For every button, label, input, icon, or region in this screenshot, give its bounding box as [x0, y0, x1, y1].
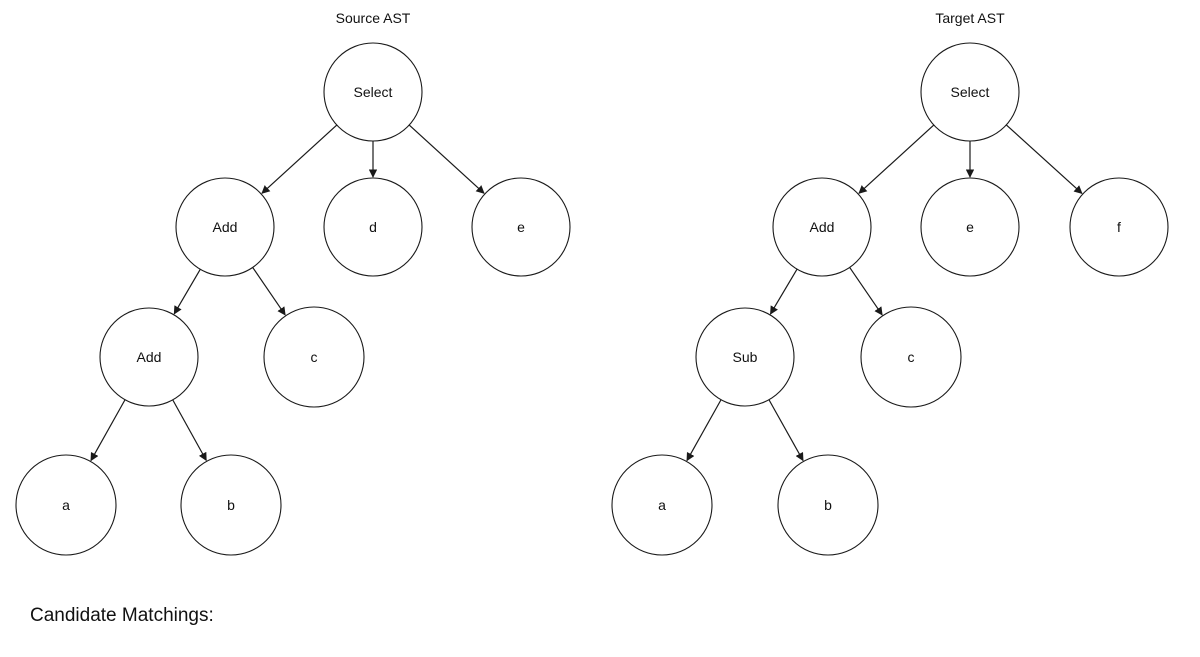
ast-node-t-b[interactable]: b	[777, 454, 879, 556]
node-circle-s-b	[180, 454, 282, 556]
node-label-s-d: d	[369, 219, 377, 235]
node-label-t-e: e	[966, 219, 974, 235]
ast-node-s-e[interactable]: e	[471, 177, 571, 277]
ast-node-s-b[interactable]: b	[180, 454, 282, 556]
edge-s-select-to-s-e	[408, 124, 485, 194]
node-circle-t-add2	[772, 177, 872, 277]
node-label-t-sub: Sub	[733, 349, 758, 365]
node-label-s-add3: Add	[137, 349, 162, 365]
ast-node-t-a[interactable]: a	[611, 454, 713, 556]
ast-node-s-c[interactable]: c	[263, 306, 365, 408]
node-label-s-c: c	[311, 349, 318, 365]
edges-layer	[90, 124, 1083, 462]
node-circle-s-e	[471, 177, 571, 277]
ast-node-s-select[interactable]: Select	[323, 42, 423, 142]
edge-s-add2-to-s-add3	[173, 268, 201, 315]
ast-node-t-f[interactable]: f	[1069, 177, 1169, 277]
node-label-t-f: f	[1117, 219, 1121, 235]
ast-node-s-d[interactable]: d	[323, 177, 423, 277]
node-label-t-c: c	[908, 349, 915, 365]
node-circle-t-b	[777, 454, 879, 556]
node-label-s-add2: Add	[213, 219, 238, 235]
node-circle-t-f	[1069, 177, 1169, 277]
ast-node-t-add2[interactable]: Add	[772, 177, 872, 277]
ast-node-s-add2[interactable]: Add	[175, 177, 275, 277]
node-label-t-b: b	[824, 497, 832, 513]
node-label-s-select: Select	[354, 84, 393, 100]
node-circle-s-c	[263, 306, 365, 408]
edge-t-add2-to-t-c	[849, 267, 883, 316]
target-ast-title: Target AST	[935, 10, 1005, 26]
candidate-matchings-label: Candidate Matchings:	[30, 605, 214, 626]
node-circle-s-d	[323, 177, 423, 277]
edge-t-select-to-t-f	[1005, 124, 1083, 194]
edge-s-add2-to-s-c	[252, 267, 286, 316]
node-label-t-add2: Add	[810, 219, 835, 235]
node-label-s-b: b	[227, 497, 235, 513]
edge-s-add3-to-s-b	[172, 399, 207, 462]
ast-node-t-c[interactable]: c	[860, 306, 962, 408]
node-circle-t-e	[920, 177, 1020, 277]
ast-node-t-e[interactable]: e	[920, 177, 1020, 277]
node-circle-t-a	[611, 454, 713, 556]
node-circle-s-add2	[175, 177, 275, 277]
node-circle-t-sub	[695, 307, 795, 407]
node-circle-t-c	[860, 306, 962, 408]
source-ast-title: Source AST	[336, 10, 411, 26]
ast-node-t-select[interactable]: Select	[920, 42, 1020, 142]
edge-t-add2-to-t-sub	[769, 268, 798, 315]
edge-t-sub-to-t-b	[768, 399, 804, 462]
node-circle-s-select	[323, 42, 423, 142]
titles-layer: Source AST Target AST	[336, 10, 1005, 26]
node-label-t-a: a	[658, 497, 666, 513]
edge-s-select-to-s-add2	[261, 124, 338, 194]
ast-node-s-a[interactable]: a	[15, 454, 117, 556]
node-circle-t-select	[920, 42, 1020, 142]
ast-node-t-sub[interactable]: Sub	[695, 307, 795, 407]
edge-t-select-to-t-add2	[858, 124, 935, 194]
node-label-t-select: Select	[951, 84, 990, 100]
node-label-s-e: e	[517, 219, 525, 235]
ast-node-s-add3[interactable]: Add	[99, 307, 199, 407]
edge-t-sub-to-t-a	[686, 399, 722, 462]
node-circle-s-add3	[99, 307, 199, 407]
node-label-s-a: a	[62, 497, 70, 513]
node-circle-s-a	[15, 454, 117, 556]
edge-s-add3-to-s-a	[90, 399, 126, 462]
